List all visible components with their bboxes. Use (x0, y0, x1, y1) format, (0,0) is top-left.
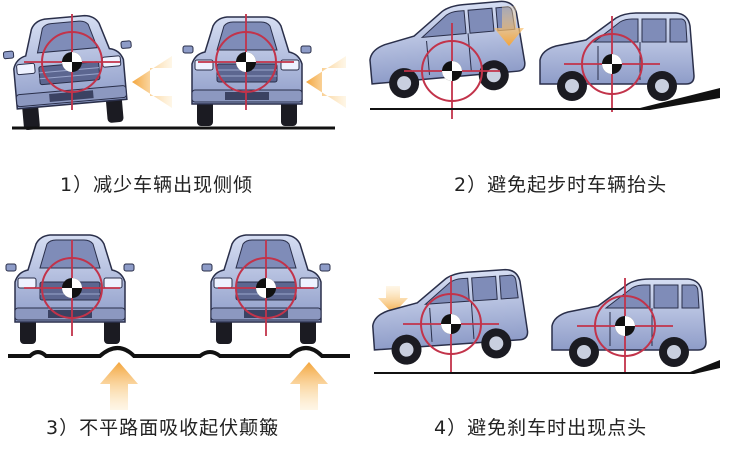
front-car-icon (201, 234, 331, 345)
panel-dive (368, 267, 720, 375)
panel-squat (365, 0, 720, 120)
caption-bumps: 3）不平路面吸收起伏颠簸 (46, 417, 280, 439)
ground-line (374, 360, 720, 374)
front-car-icon (0, 11, 139, 133)
force-arrow-icon (132, 56, 172, 108)
force-arrow-icon (378, 286, 408, 314)
force-arrow-icon (100, 362, 138, 410)
panel-bumps (5, 234, 350, 410)
front-car-icon (5, 234, 135, 345)
side-car-icon (551, 277, 707, 375)
force-arrow-icon (494, 6, 524, 46)
caption-dive: 4）避免刹车时出现点头 (434, 417, 648, 439)
ground-line (8, 346, 350, 358)
force-arrow-icon (290, 362, 328, 410)
side-car-icon (539, 12, 695, 113)
force-arrow-icon (306, 56, 346, 108)
panel-roll (0, 11, 346, 133)
caption-roll: 1）减少车辆出现侧倾 (60, 174, 254, 196)
front-car-icon (182, 13, 312, 127)
caption-squat: 2）避免起步时车辆抬头 (454, 174, 668, 196)
side-car-icon (368, 267, 531, 373)
